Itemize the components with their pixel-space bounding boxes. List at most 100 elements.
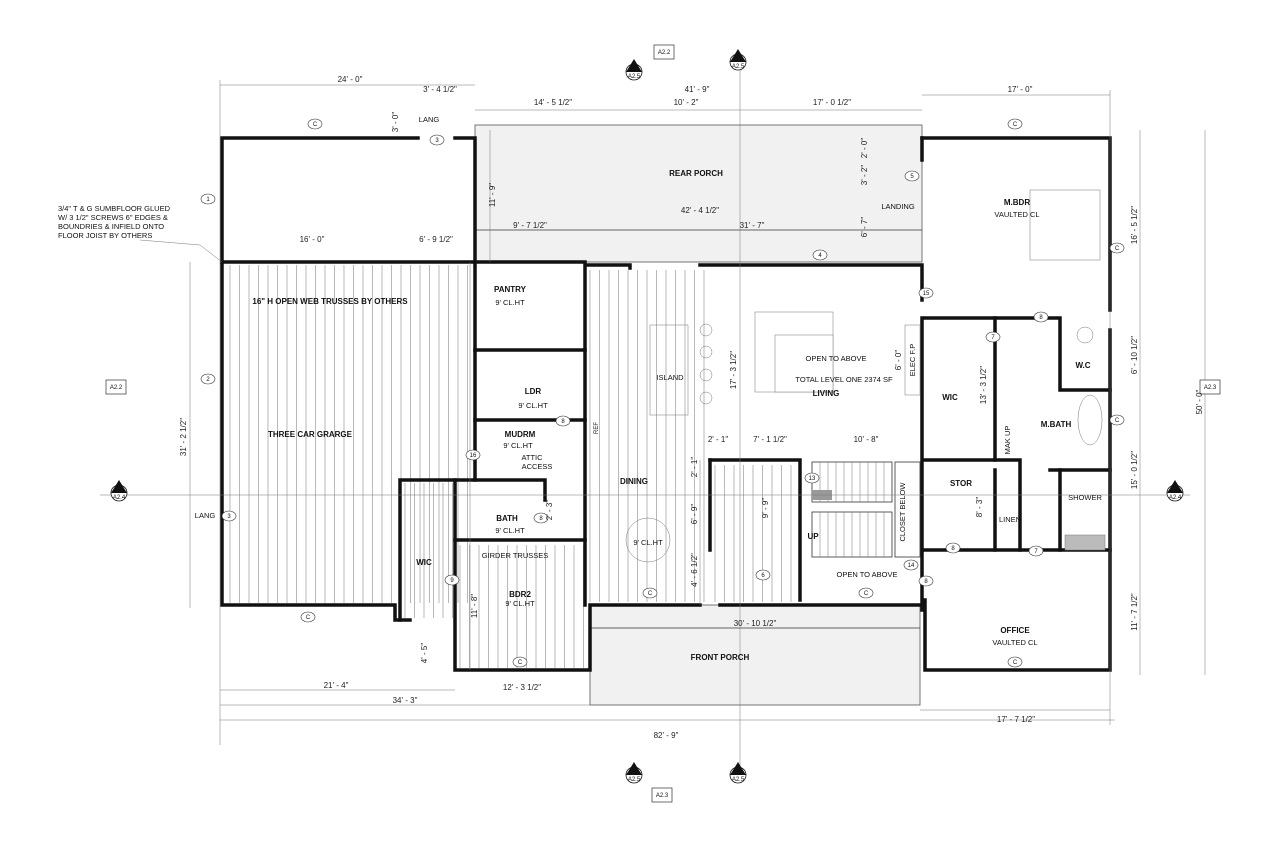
dim-6-7: 6' - 7" [860, 217, 869, 238]
pantry-height: 9' CL.HT [495, 298, 525, 307]
svg-text:7: 7 [991, 335, 995, 341]
section-marker: 2A2.5 [729, 49, 747, 71]
dim-24-0: 24' - 0" [338, 75, 363, 84]
dim-9-7: 9' - 7 1/2" [513, 221, 547, 230]
bath-height: 9' CL.HT [495, 526, 525, 535]
rear-porch-label: REAR PORCH [669, 169, 723, 178]
dim-82-9: 82' - 9" [654, 731, 679, 740]
living-label: LIVING [813, 389, 840, 398]
sheet-ref-box: A2.2 [653, 44, 675, 60]
subfloor-note: 3/4" T & G SUMBFLOOR GLUED W/ 3 1/2" SCR… [58, 204, 223, 263]
note-line-2: W/ 3 1/2" SCREWS 6" EDGES & [58, 213, 168, 222]
svg-text:C: C [1115, 418, 1120, 424]
dim-4-5: 4' - 5" [420, 643, 429, 664]
open-above-label-1: OPEN TO ABOVE [806, 354, 867, 363]
svg-text:C: C [864, 591, 869, 597]
svg-text:4: 4 [818, 253, 822, 259]
wic-right-label: WIC [942, 393, 958, 402]
svg-text:16: 16 [470, 453, 477, 459]
dim-31-2: 31' - 2 1/2" [179, 418, 188, 456]
dim-42-4: 42' - 4 1/2" [681, 206, 719, 215]
dim-14-5: 14' - 5 1/2" [534, 98, 572, 107]
dim-10-8: 10' - 8" [854, 435, 879, 444]
door-tag: 13 [804, 472, 820, 484]
sheet-ref-box: A2.3 [1199, 379, 1221, 395]
shower-label: SHOWER [1068, 493, 1102, 502]
office-sub: VAULTED CL [992, 638, 1037, 647]
access-label: ACCESS [522, 462, 553, 471]
dim-17-0-top: 17' - 0" [1008, 85, 1033, 94]
note-line-1: 3/4" T & G SUMBFLOOR GLUED [58, 204, 171, 213]
dim-8-3: 8' - 3" [975, 497, 984, 518]
office-label: OFFICE [1000, 626, 1030, 635]
dim-6-10: 6' - 10 1/2" [1130, 336, 1139, 374]
dim-10-2: 10' - 2" [674, 98, 699, 107]
open-above-label-2: OPEN TO ABOVE [837, 570, 898, 579]
svg-text:8: 8 [561, 419, 565, 425]
svg-text:5: 5 [910, 174, 914, 180]
door-tag: 6 [755, 569, 771, 581]
section-marker: 1A2.5 [625, 762, 643, 784]
exterior-walls [220, 136, 1112, 672]
wc-label: W.C [1075, 361, 1090, 370]
ref-label: REF [594, 422, 600, 434]
svg-text:A2.2: A2.2 [110, 385, 123, 391]
door-tag: 8 [1033, 311, 1049, 323]
door-tag: 3 [429, 134, 445, 146]
door-tag: 14 [903, 559, 919, 571]
makeup-label: MAK UP [1003, 426, 1012, 455]
section-marker: 1A2.5 [625, 59, 643, 81]
dim-3-0: 3' - 0" [391, 112, 400, 133]
mbdr-label: M.BDR [1004, 198, 1030, 207]
dim-34-3: 34' - 3" [393, 696, 418, 705]
door-tag: 2 [200, 373, 216, 385]
svg-text:A2.3: A2.3 [656, 793, 669, 799]
garage-joists [229, 265, 792, 668]
door-tag: 16 [465, 449, 481, 461]
svg-text:C: C [313, 122, 318, 128]
door-tag: 8 [555, 415, 571, 427]
dim-9-9: 9' - 9" [761, 498, 770, 519]
svg-text:15: 15 [923, 291, 930, 297]
mbdr-sub: VAULTED CL [994, 210, 1039, 219]
svg-text:C: C [306, 615, 311, 621]
svg-text:3: 3 [435, 138, 439, 144]
door-tag: 7 [985, 331, 1001, 343]
elec-fp-label: ELEC F.P [908, 344, 917, 377]
dim-11-8: 11' - 8" [470, 594, 479, 618]
garage-label: THREE CAR GRARGE [268, 430, 353, 439]
marker-number: 1 [117, 488, 121, 494]
marker-sheet: A2.5 [732, 64, 745, 70]
sheet-ref-box: A2.2 [105, 379, 127, 395]
dim-17-0-half: 17' - 0 1/2" [813, 98, 851, 107]
dim-2-3: 2' - 3" [545, 500, 554, 521]
door-tag: C [1007, 656, 1023, 668]
door-tag: C [307, 118, 323, 130]
svg-text:14: 14 [908, 563, 915, 569]
door-tag: 4 [812, 249, 828, 261]
svg-text:2: 2 [206, 377, 210, 383]
svg-text:3: 3 [227, 514, 231, 520]
dim-2-1-v: 2' - 1" [690, 457, 699, 478]
wic-left-label: WIC [416, 558, 432, 567]
dim-15-0: 15' - 0 1/2" [1130, 451, 1139, 489]
door-tag: C [300, 611, 316, 623]
lang-top-label: LANG [419, 115, 440, 124]
marker-number: 2 [736, 770, 740, 776]
bdr2-height: 9' CL.HT [505, 599, 535, 608]
dim-6-0: 6' - 0" [894, 350, 903, 371]
door-tag: 3 [221, 510, 237, 522]
dim-50-0: 50' - 0" [1195, 389, 1204, 414]
marker-sheet: A2.5 [628, 74, 641, 80]
section-marker: 1A2.4 [1166, 480, 1184, 502]
section-markers: 1A2.52A2.51A2.52A2.51A2.41A2.4A2.2A2.3A2… [105, 44, 1221, 803]
ldr-label: LDR [525, 387, 542, 396]
room-labels: REAR PORCH FRONT PORCH THREE CAR GRARGE … [195, 115, 1103, 662]
door-tag: 7 [1028, 545, 1044, 557]
sheet-ref-box: A2.3 [651, 787, 673, 803]
total-level-label: TOTAL LEVEL ONE 2374 SF [795, 375, 893, 384]
dining-height: 9' CL.HT [633, 538, 663, 547]
svg-text:9: 9 [450, 578, 454, 584]
marker-number: 2 [736, 57, 740, 63]
